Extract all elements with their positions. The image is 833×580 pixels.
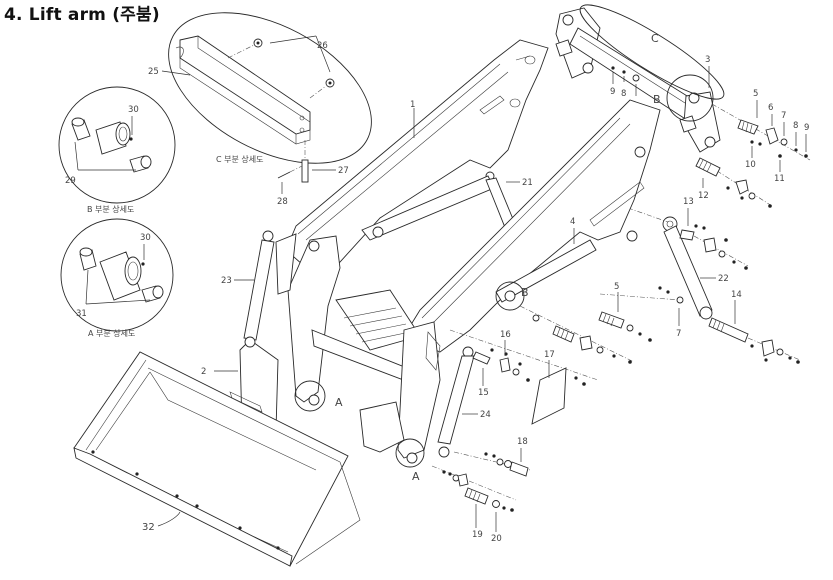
callout-3: 3 (705, 55, 710, 65)
callout-7-lower: 7 (676, 329, 681, 339)
callout-24: 24 (480, 410, 491, 420)
pin-assembly-14: 7 14 (658, 286, 801, 364)
callout-28: 28 (277, 197, 288, 207)
callout-20: 20 (491, 534, 502, 544)
pin-assembly-mid-right: 12 (695, 157, 773, 208)
cylinder-part-24: 24 (437, 346, 491, 458)
callout-11: 11 (774, 174, 785, 184)
detail-a-circle (60, 218, 174, 332)
step-platform (311, 289, 421, 385)
callout-8-right: 8 (793, 121, 798, 131)
callout-13: 13 (683, 197, 694, 207)
detail-c-ellipse (168, 12, 372, 164)
detail-b-view: 30 29 B 부분 상세도 (58, 86, 176, 214)
callout-17: 17 (544, 350, 555, 360)
detail-b-marker-circle-bottom (495, 281, 525, 311)
callout-25: 25 (148, 67, 159, 77)
callout-32: 32 (142, 522, 155, 533)
pivot-tube (99, 251, 142, 301)
pin-assembly-19-20: 19 20 (431, 465, 517, 544)
callout-10: 10 (745, 160, 756, 170)
callout-2: 2 (201, 367, 206, 377)
callout-26: 26 (317, 41, 328, 51)
callout-23: 23 (221, 276, 232, 286)
lift-arm-right-part-4: B 4 (403, 99, 661, 353)
hardware-top: 9 8 B (610, 66, 661, 106)
callout-15: 15 (478, 388, 489, 398)
callout-19: 19 (472, 530, 483, 540)
bushing-part-29 (71, 117, 152, 173)
callout-6: 6 (768, 103, 773, 113)
marker-b-bottom: B (521, 286, 529, 299)
callout-27: 27 (338, 166, 349, 176)
linch-pin-part-28 (277, 171, 291, 179)
detail-c-marker-ellipse (579, 4, 725, 100)
callout-30-a: 30 (140, 233, 151, 243)
detail-c-view: 26 25 C 부분 상세도 27 28 (148, 12, 372, 207)
marker-a-right: A (412, 470, 420, 483)
pin-part-15 (472, 351, 491, 365)
callout-5-middle: 5 (614, 282, 619, 292)
pin-part-18 (509, 461, 529, 477)
detail-c-caption: C 부분 상세도 (216, 154, 263, 164)
pin-part-5-middle (552, 325, 575, 343)
callout-12: 12 (698, 191, 709, 201)
cover-plate-part-17: 17 (531, 350, 586, 425)
detail-b-circle (58, 86, 176, 204)
pin-assembly-5-middle: 5 (519, 282, 681, 364)
pin-part-19 (464, 487, 489, 505)
grease-fitting-part-26 (227, 38, 335, 99)
pin-assembly-15-16: 15 16 (449, 329, 599, 398)
mast-right: A (359, 321, 441, 483)
callout-31: 31 (76, 309, 87, 319)
cylinder-part-22: 22 (627, 207, 729, 320)
callout-16: 16 (500, 330, 511, 340)
detail-a-marker-circle-left (294, 380, 326, 412)
callout-5-upper: 5 (753, 89, 758, 99)
callout-14: 14 (731, 290, 742, 300)
callout-29: 29 (65, 176, 76, 186)
pivot-boss (95, 121, 131, 155)
marker-b-top: B (653, 93, 661, 106)
pin-assembly-upper-right: 5 6 7 8 9 10 11 (711, 89, 811, 184)
callout-9-top: 9 (610, 87, 615, 97)
pin-assembly-18: 18 (453, 437, 531, 477)
pin-part-13 (679, 229, 695, 241)
cylinder-part-23: 23 (221, 230, 275, 348)
bracket-part-16 (499, 357, 511, 373)
bushing-part-31 (79, 247, 164, 303)
bucket-part-32: 32 (73, 351, 361, 567)
callout-22: 22 (718, 274, 729, 284)
detail-b-marker-circle-top (666, 74, 714, 122)
lift-arm-left-part-1: 1 (285, 39, 549, 281)
pin-part-5-upper (737, 119, 759, 135)
callout-18: 18 (517, 437, 528, 447)
callout-1: 1 (410, 100, 415, 110)
channel-beam-part-25 (175, 35, 311, 145)
callout-4: 4 (570, 217, 575, 227)
callout-9-right: 9 (804, 123, 809, 133)
detail-a-marker-circle-right (395, 438, 425, 468)
pin-part-14 (708, 317, 749, 343)
pin-assembly-13: 13 (679, 197, 749, 270)
detail-b-caption: B 부분 상세도 (87, 204, 134, 214)
plate-part-6 (765, 127, 779, 145)
pin-part-12 (695, 157, 721, 177)
detail-a-view: 30 31 A 부분 상세도 (60, 218, 174, 338)
callout-30-b: 30 (128, 105, 139, 115)
washer-part-20 (492, 500, 500, 508)
callout-8-top: 8 (621, 89, 626, 99)
diagram-title: 4. Lift arm (주붐) (4, 5, 160, 25)
callout-21: 21 (522, 178, 533, 188)
marker-a-left: A (335, 396, 343, 409)
marker-c: C (651, 32, 659, 45)
pin-part-27 (301, 159, 309, 183)
callout-7-upper: 7 (781, 111, 786, 121)
detail-a-caption: A 부분 상세도 (88, 328, 135, 338)
